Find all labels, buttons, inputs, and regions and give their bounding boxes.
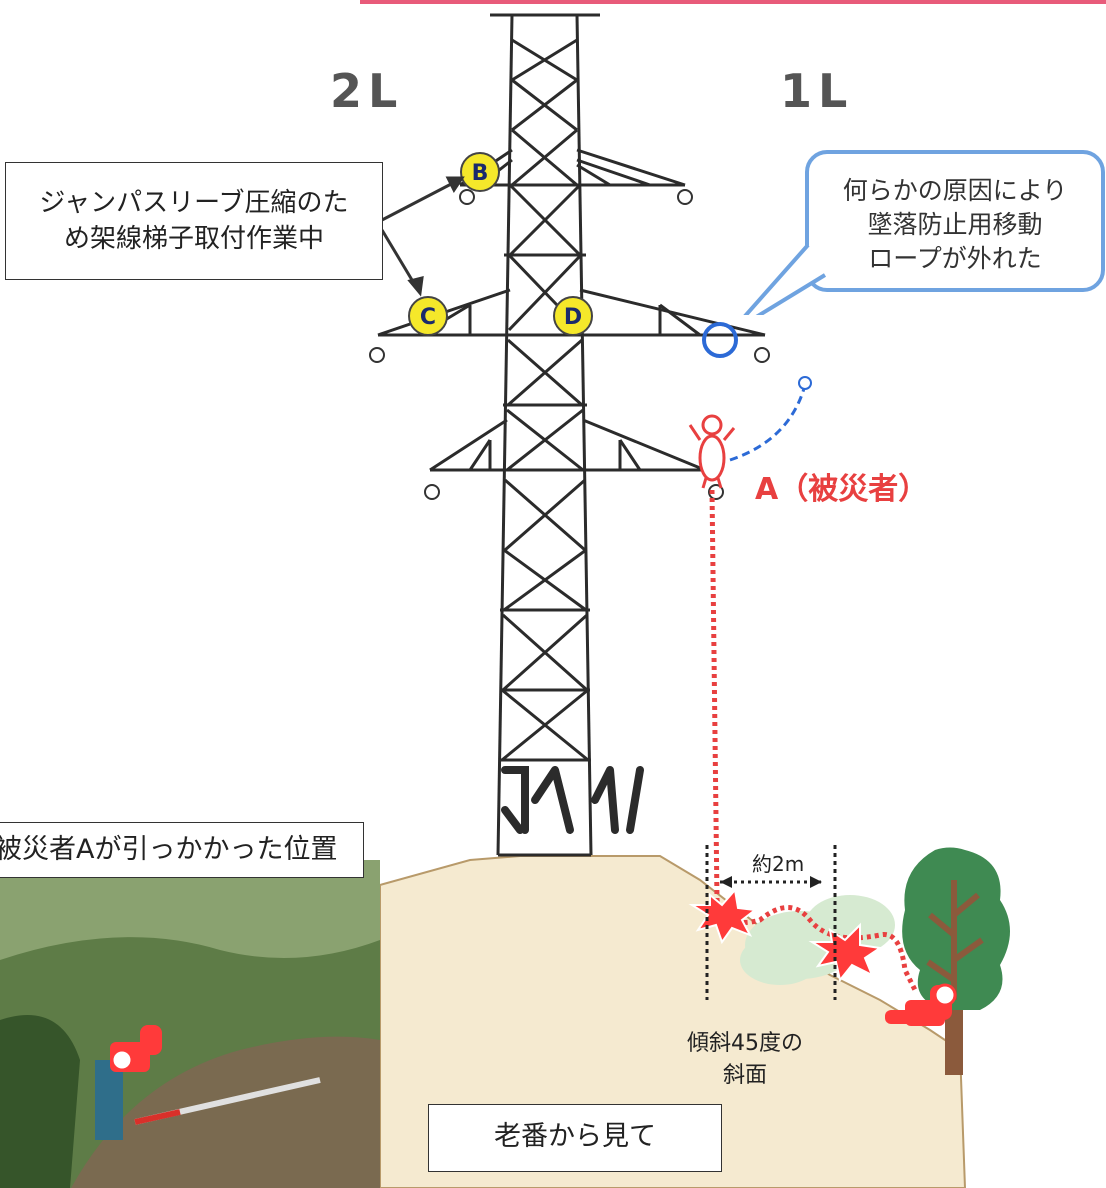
slope-line-2: 斜面 bbox=[722, 1063, 767, 1088]
site-photo-art bbox=[0, 860, 380, 1188]
tower-legs bbox=[501, 766, 644, 834]
svg-text:D: D bbox=[564, 305, 582, 330]
circuit-left-label: 2L bbox=[330, 64, 404, 118]
marker-b: B bbox=[460, 152, 500, 192]
callout-line-2: 墜落防止用移動 bbox=[867, 210, 1043, 239]
callout-tail bbox=[743, 243, 827, 315]
slope-label: 傾斜45度の 斜面 bbox=[670, 1028, 820, 1092]
view-direction-label: 老番から見て bbox=[428, 1104, 722, 1172]
circuit-right-label: 1L bbox=[780, 64, 854, 118]
rope-path bbox=[729, 384, 807, 462]
distance-marker bbox=[705, 845, 837, 1000]
work-note-arrows bbox=[380, 176, 465, 297]
worker-icon bbox=[688, 414, 736, 489]
slope-line-1: 傾斜45度の bbox=[687, 1031, 803, 1056]
fallen-worker-icon bbox=[885, 983, 957, 1026]
tree-icon bbox=[902, 847, 1010, 1075]
svg-text:B: B bbox=[472, 161, 489, 186]
impact-icon bbox=[688, 887, 883, 983]
insulator-icons bbox=[369, 189, 770, 500]
site-photo bbox=[0, 860, 380, 1188]
marker-d: D bbox=[553, 296, 593, 336]
callout-line-1: 何らかの原因により bbox=[842, 176, 1068, 205]
top-accent-bar bbox=[360, 0, 1106, 4]
rope-callout: 何らかの原因により 墜落防止用移動 ロープが外れた bbox=[805, 150, 1105, 292]
work-note-line-2: め架線梯子取付作業中 bbox=[63, 224, 324, 254]
callout-line-3: ロープが外れた bbox=[868, 244, 1042, 273]
work-note-line-1: ジャンパスリーブ圧縮のた bbox=[39, 188, 349, 218]
bush-icon bbox=[740, 895, 895, 985]
fall-path bbox=[709, 489, 918, 992]
photo-worker-marker bbox=[110, 1025, 162, 1072]
work-note-box: ジャンパスリーブ圧縮のた め架線梯子取付作業中 bbox=[5, 162, 383, 280]
marker-c: C bbox=[408, 296, 448, 336]
rope-detach-circle bbox=[702, 322, 738, 358]
tower-icon bbox=[377, 13, 766, 857]
svg-text:C: C bbox=[420, 305, 436, 330]
distance-label: 約2m bbox=[752, 852, 805, 876]
photo-caption: 被災者Aが引っかかった位置 bbox=[0, 822, 364, 878]
victim-label: A（被災者） bbox=[755, 472, 929, 507]
